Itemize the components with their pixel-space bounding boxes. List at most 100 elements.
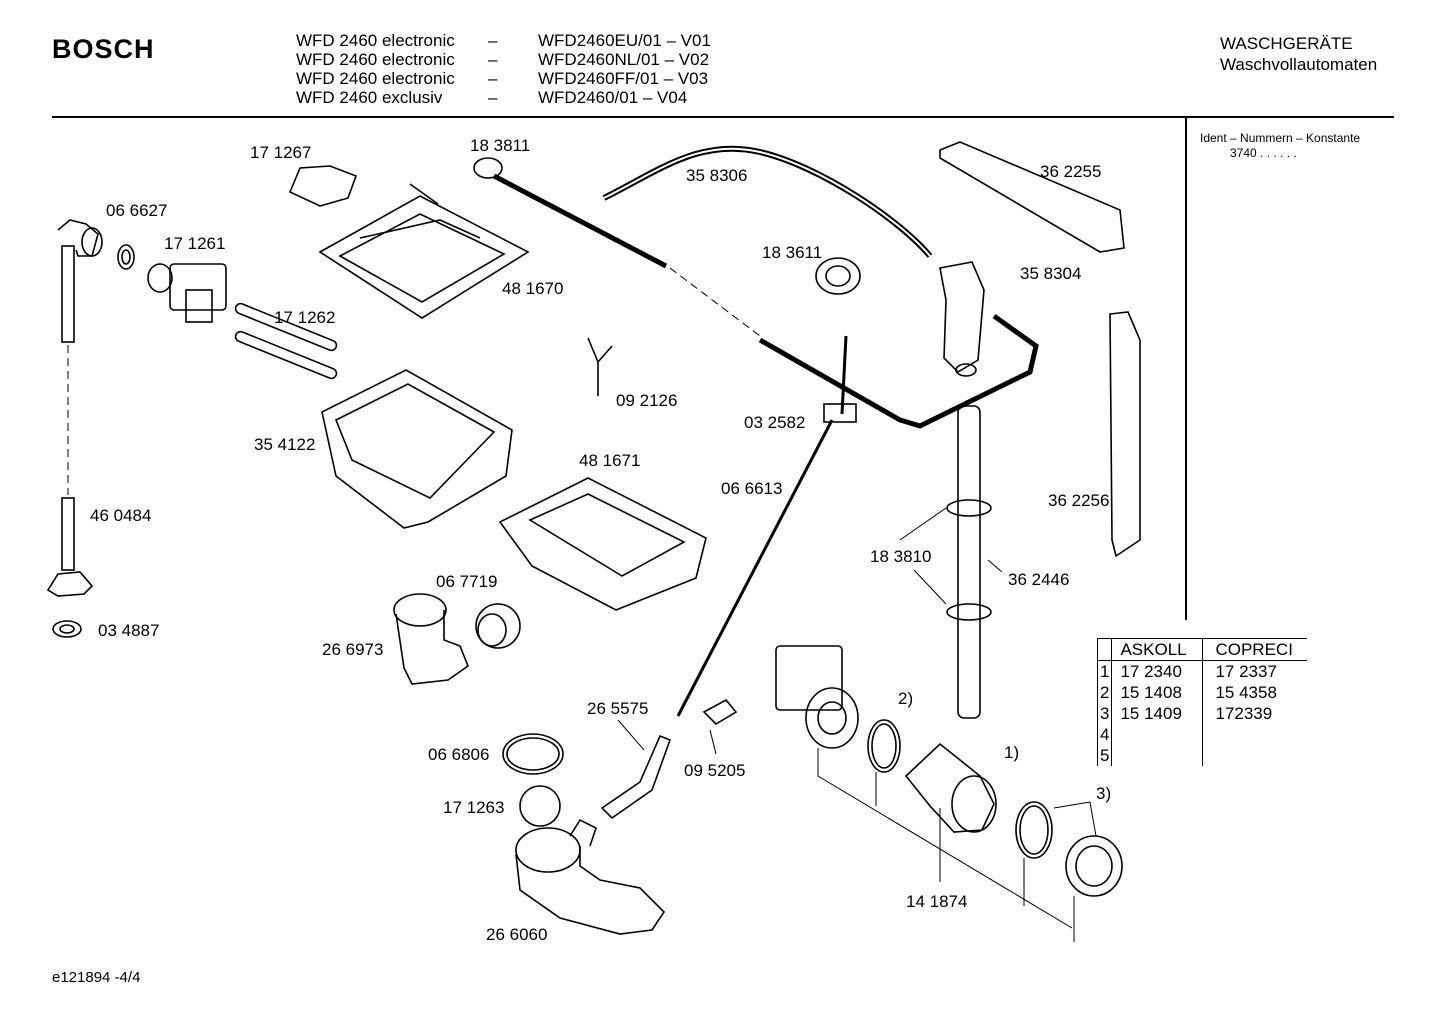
model-code: WFD2460FF/01 – V03 <box>538 69 709 88</box>
model-dash: – <box>488 88 498 107</box>
part-label: 36 2256 <box>1048 491 1110 510</box>
ident-box: Ident – Nummern – Konstante 3740 . . . .… <box>1200 131 1360 161</box>
fork-part <box>587 337 613 396</box>
elbow-hose-part <box>393 593 469 685</box>
header-divider <box>52 116 1394 118</box>
supplier-table: ASKOLL COPRECI 1 17 2340 17 2337 2 15 14… <box>1096 638 1308 766</box>
hose-26-5575-part <box>600 719 672 820</box>
part-label: 35 4122 <box>254 435 316 454</box>
category-subtitle: Waschvollautomaten <box>1220 55 1378 74</box>
model-code: WFD2460EU/01 – V01 <box>538 31 711 50</box>
inlet-hose-part <box>46 219 103 597</box>
part-label: 06 7719 <box>436 572 498 591</box>
drain-hose-part <box>899 405 1003 719</box>
ball-part <box>519 785 561 827</box>
table-cell <box>1202 724 1308 745</box>
part-label: 18 3611 <box>762 243 823 262</box>
model-dash: – <box>488 31 498 50</box>
clip-part <box>288 165 358 207</box>
part-label: 26 5575 <box>587 699 649 718</box>
part-label: 18 3811 <box>470 136 531 155</box>
part-label: 36 2446 <box>1008 570 1070 589</box>
model-row: WFD 2460 exclusiv–WFD2460/01 – V04 <box>296 88 711 107</box>
table-header-cell <box>1096 638 1112 661</box>
table-cell: 172339 <box>1202 703 1308 724</box>
table-cell: 3 <box>1096 703 1112 724</box>
table-cell <box>1202 745 1308 766</box>
rod-parts <box>234 302 338 380</box>
model-row: WFD 2460 electronic – WFD2460FF/01 – V03 <box>296 69 711 88</box>
part-label: 03 4887 <box>98 621 160 640</box>
document-code: e121894 -4/4 <box>52 969 141 986</box>
category: WASCHGERÄTE Waschvollautomaten <box>1220 33 1377 75</box>
table-header-cell: COPRECI <box>1202 638 1308 661</box>
thin-hose-part <box>676 335 857 717</box>
part-label: 09 2126 <box>616 391 678 410</box>
model-row: WFD 2460 electronic – WFD2460EU/01 – V01 <box>296 31 711 50</box>
table-cell: 15 1409 <box>1111 703 1203 724</box>
part-label: 3) <box>1096 784 1112 803</box>
seal-cap-part <box>52 620 82 638</box>
part-label: 48 1670 <box>502 279 564 298</box>
model-code: WFD2460/01 – V04 <box>538 88 688 107</box>
model-name: WFD 2460 electronic <box>296 69 455 88</box>
part-label: 35 8306 <box>686 166 748 185</box>
model-code: WFD2460NL/01 – V02 <box>538 50 710 69</box>
drawer-tray-part <box>321 369 513 529</box>
part-label: 06 6627 <box>106 201 168 220</box>
part-label: 06 6806 <box>428 745 490 764</box>
part-label: 06 6613 <box>721 479 783 498</box>
table-cell: 1 <box>1096 660 1112 682</box>
part-label: 26 6060 <box>486 925 548 944</box>
bracket-36-2256-part <box>1109 311 1141 558</box>
part-label: 17 1263 <box>443 798 505 817</box>
clamp-part <box>502 733 564 775</box>
table-row: 3 15 1409 172339 <box>1096 703 1308 724</box>
table-header-row: ASKOLL COPRECI <box>1096 638 1308 661</box>
ident-title: Ident – Nummern – Konstante <box>1200 131 1361 145</box>
table-cell: 17 2337 <box>1202 660 1308 682</box>
bracket-36-2255-part <box>939 141 1125 253</box>
table-cell: 15 4358 <box>1202 682 1308 703</box>
part-label: 14 1874 <box>906 892 968 911</box>
part-label: 17 1267 <box>250 143 312 162</box>
ident-value: 3740 . . . . . . <box>1230 146 1297 160</box>
table-cell <box>1111 745 1203 766</box>
table-cell <box>1111 724 1203 745</box>
part-label: 17 1261 <box>164 234 226 253</box>
part-label: 1) <box>1004 743 1020 762</box>
part-label: 36 2255 <box>1040 162 1102 181</box>
air-trap-part <box>939 261 985 377</box>
table-row: 1 17 2340 17 2337 <box>1096 660 1308 682</box>
drawer-insert-part <box>498 477 707 611</box>
brand-logo: BOSCH <box>52 34 155 64</box>
table-cell: 15 1408 <box>1111 682 1203 703</box>
part-label: 48 1671 <box>579 451 641 470</box>
table-cell: 4 <box>1096 724 1112 745</box>
sleeve-part <box>475 603 521 649</box>
part-label: 03 2582 <box>744 413 806 432</box>
clip-09-5205-part <box>702 698 738 755</box>
part-label: 46 0484 <box>90 506 152 525</box>
table-row: 5 <box>1096 745 1308 766</box>
rod-18-3811-part <box>473 157 761 337</box>
table-cell: 5 <box>1096 745 1112 766</box>
model-dash: – <box>488 50 498 69</box>
model-row: WFD 2460 electronic–WFD2460NL/01 – V02 <box>296 50 711 69</box>
category-title: WASCHGERÄTE <box>1220 34 1353 53</box>
model-name: WFD 2460 electronic <box>296 31 455 50</box>
part-label: 09 5205 <box>684 761 746 780</box>
washer-ring-part <box>117 244 135 270</box>
table-cell: 17 2340 <box>1111 660 1203 682</box>
sump-part <box>515 818 666 935</box>
drawer-frame-part <box>318 183 530 319</box>
pressure-switch-part <box>815 257 861 295</box>
table-row: 2 15 1408 15 4358 <box>1096 682 1308 703</box>
table-cell: 2 <box>1096 682 1112 703</box>
drain-pump-part <box>775 645 1123 942</box>
model-dash: – <box>488 69 498 88</box>
loop-hose-part <box>758 313 1039 429</box>
part-label: 2) <box>898 689 914 708</box>
part-label: 17 1262 <box>274 308 336 327</box>
